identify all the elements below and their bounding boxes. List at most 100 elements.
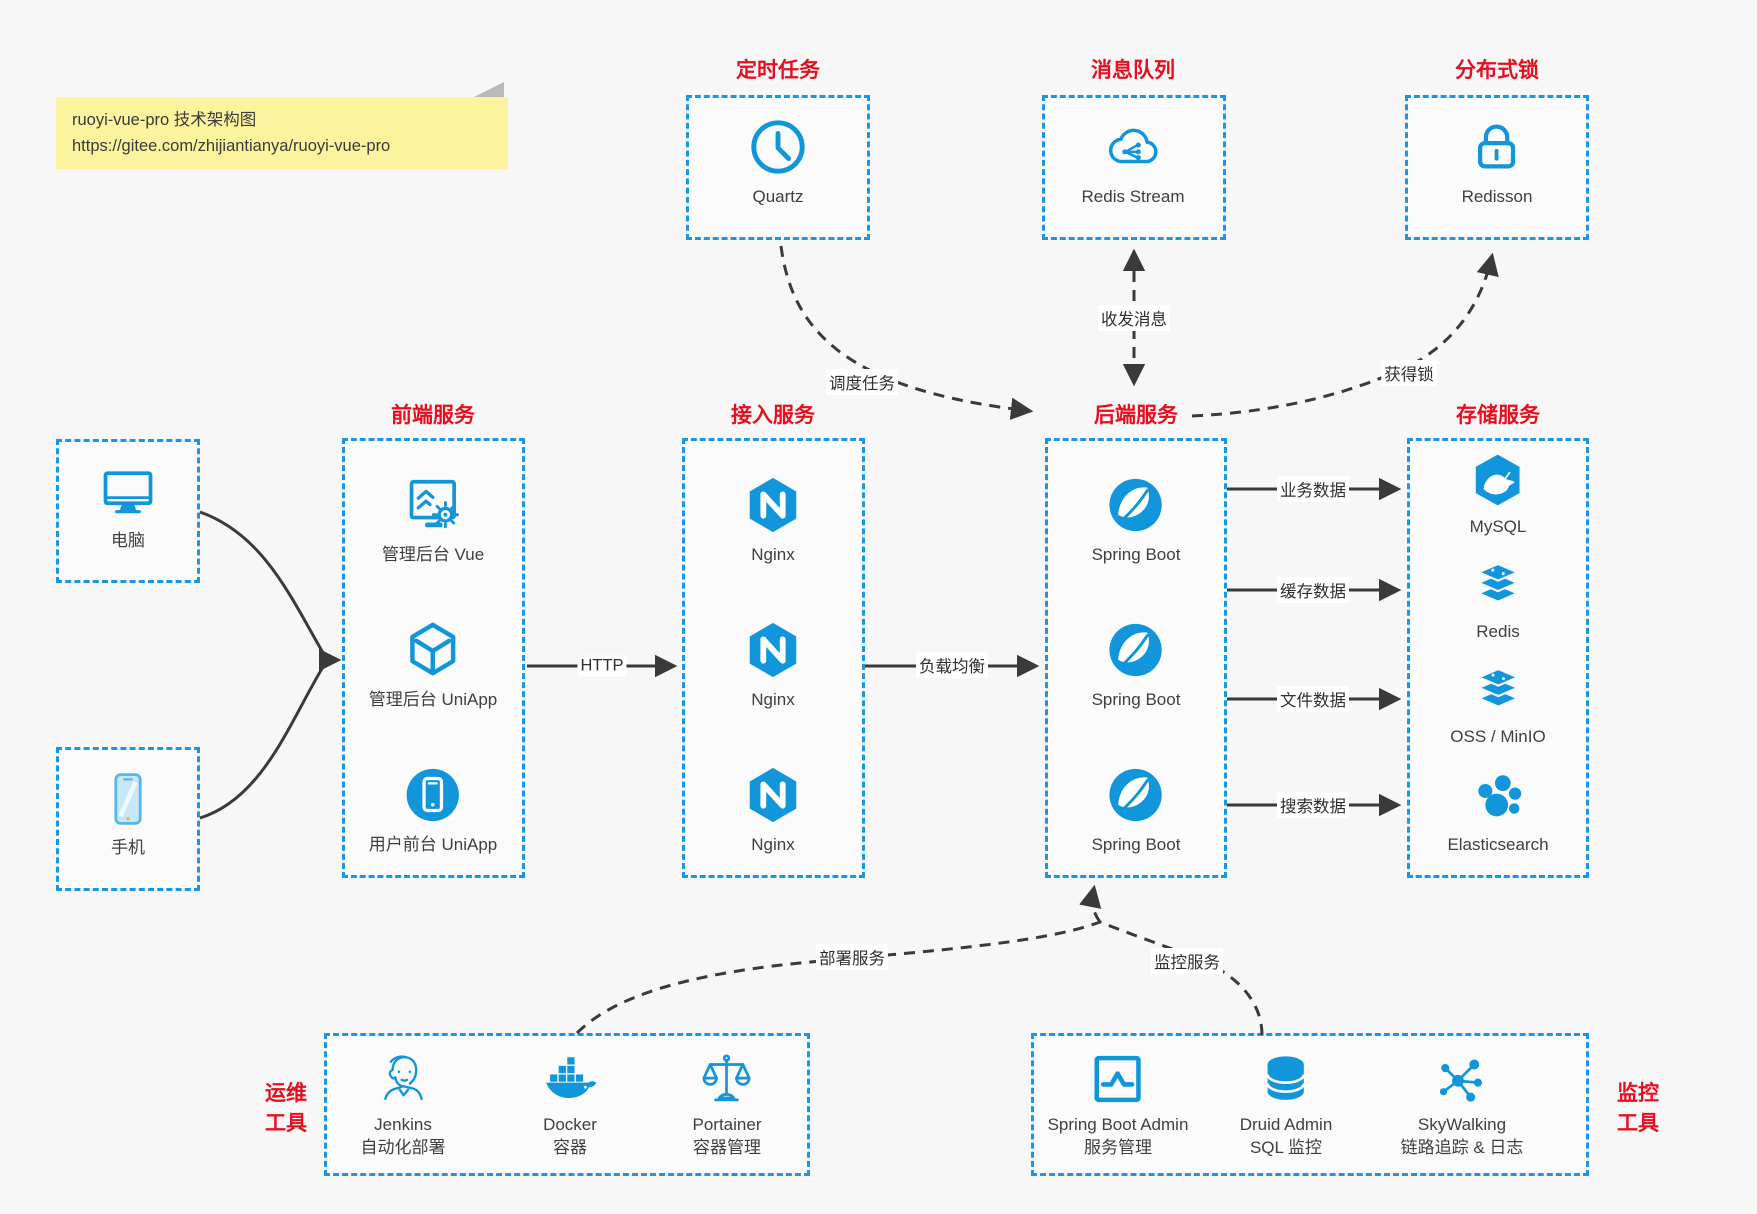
node-sublabel: 自动化部署: [360, 1138, 446, 1157]
node-computer: 电脑: [98, 462, 158, 552]
edge-label-lock: 获得锁: [1381, 360, 1437, 386]
elasticsearch-icon: [1477, 775, 1521, 817]
node-elasticsearch: Elasticsearch: [1447, 770, 1549, 856]
node-nginx-1: Nginx: [742, 474, 804, 566]
edge-into-backend: [1079, 884, 1102, 923]
scheduler-box: [686, 95, 870, 240]
node-label: Redisson: [1461, 187, 1533, 206]
node-label: Quartz: [752, 187, 804, 206]
node-redis-stream: Redis Stream: [1081, 116, 1185, 208]
node-label: 管理后台 UniApp: [368, 690, 498, 709]
uniapp-cube-icon: [410, 622, 456, 676]
node-label: SkyWalking 链路追踪 & 日志: [1400, 1115, 1524, 1157]
node-sublabel: SQL 监控: [1249, 1138, 1323, 1157]
node-label: OSS / MinIO: [1450, 727, 1546, 746]
lock-box: [1405, 95, 1589, 240]
edge-label-deploy: 部署服务: [816, 944, 888, 970]
edge-phone-frontend: [199, 661, 328, 820]
spring-boot-icon: [1109, 768, 1163, 822]
node-nginx-2: Nginx: [742, 619, 804, 711]
node-label: 管理后台 Vue: [381, 545, 485, 564]
node-label: Nginx: [751, 545, 795, 564]
nginx-icon: [749, 622, 797, 678]
lock-icon: [1478, 124, 1516, 169]
portainer-icon: [702, 1054, 752, 1102]
storage-title: 存储服务: [1456, 404, 1540, 427]
node-quartz: Quartz: [747, 116, 809, 208]
edge-label-business-data: 业务数据: [1277, 476, 1349, 502]
node-label: 用户前台 UniApp: [368, 835, 498, 854]
spring-boot-icon: [1109, 478, 1163, 532]
edge-label-messages: 收发消息: [1098, 305, 1170, 331]
node-portainer: Portainer 容器管理: [692, 1050, 762, 1159]
node-mysql: MySQL: [1469, 452, 1527, 538]
edge-acquire-lock: [1191, 252, 1499, 418]
frontend-title: 前端服务: [391, 404, 475, 427]
edge-label-schedule: 调度任务: [826, 369, 898, 395]
mobile-app-icon: [406, 768, 460, 822]
smartphone-icon: [114, 773, 142, 825]
node-springboot-3: Spring Boot: [1091, 764, 1181, 856]
edge-computer-frontend: [199, 510, 328, 659]
node-springboot-2: Spring Boot: [1091, 619, 1181, 711]
desktop-icon: [103, 471, 153, 514]
node-redisson: Redisson: [1461, 116, 1533, 208]
gear-glyph: [432, 501, 460, 529]
node-label: Portainer 容器管理: [692, 1115, 762, 1157]
node-redis: Redis: [1470, 557, 1526, 643]
edge-deploy: [575, 920, 1101, 1035]
node-druid-admin: Druid Admin SQL 监控: [1239, 1050, 1333, 1159]
scheduler-title: 定时任务: [736, 59, 820, 82]
backend-title: 后端服务: [1094, 404, 1178, 427]
node-label: Redis Stream: [1081, 187, 1185, 206]
monitoring-title: 监控 工具: [1617, 1082, 1659, 1135]
edge-label-http: HTTP: [577, 655, 627, 677]
nginx-icon: [749, 767, 797, 823]
node-springboot-1: Spring Boot: [1091, 474, 1181, 566]
lock-title: 分布式锁: [1455, 59, 1539, 82]
node-oss-minio: OSS / MinIO: [1450, 662, 1546, 748]
edge-label-monitor: 监控服务: [1151, 948, 1223, 974]
node-nginx-3: Nginx: [742, 764, 804, 856]
spring-boot-icon: [1109, 623, 1163, 677]
node-label: Elasticsearch: [1447, 835, 1549, 854]
node-label: 电脑: [111, 531, 145, 550]
sticky-note: ruoyi-vue-pro 技术架构图 https://gitee.com/zh…: [56, 82, 508, 169]
node-sublabel: 容器: [552, 1138, 587, 1157]
mq-title: 消息队列: [1091, 59, 1175, 82]
node-phone: 手机: [98, 769, 158, 859]
mysql-icon: [1476, 454, 1520, 506]
admin-vue-icon: [409, 479, 460, 529]
node-sublabel: 容器管理: [692, 1138, 761, 1157]
skywalking-icon: [1440, 1059, 1483, 1102]
node-label: 手机: [111, 838, 145, 857]
druid-icon: [1266, 1056, 1306, 1100]
object-storage-icon: [1477, 667, 1519, 708]
node-label: Spring Boot: [1091, 545, 1181, 564]
node-label: Nginx: [751, 690, 795, 709]
node-docker: Docker 容器: [541, 1050, 599, 1159]
spring-boot-admin-icon: [1094, 1055, 1142, 1103]
node-spring-boot-admin: Spring Boot Admin 服务管理: [1047, 1050, 1189, 1159]
edge-label-search-data: 搜索数据: [1277, 792, 1349, 818]
node-label: Jenkins 自动化部署: [360, 1115, 446, 1157]
jenkins-icon: [383, 1055, 423, 1101]
node-label: Nginx: [751, 835, 795, 854]
node-label: Spring Boot: [1091, 690, 1181, 709]
node-admin-vue: 管理后台 Vue: [382, 474, 484, 566]
node-label: Spring Boot: [1091, 835, 1181, 854]
node-label: Redis: [1476, 622, 1520, 641]
node-jenkins: Jenkins 自动化部署: [361, 1050, 446, 1159]
edge-monitor: [1099, 920, 1264, 1036]
node-label: MySQL: [1469, 517, 1527, 536]
note-title: ruoyi-vue-pro 技术架构图: [72, 111, 257, 129]
node-sublabel: 链路追踪 & 日志: [1400, 1138, 1524, 1157]
edge-label-file-data: 文件数据: [1277, 686, 1349, 712]
docker-icon: [546, 1057, 597, 1099]
note-url: https://gitee.com/zhijiantianya/ruoyi-vu…: [72, 137, 391, 155]
ops-title: 运维 工具: [265, 1082, 307, 1135]
node-label: Druid Admin SQL 监控: [1239, 1115, 1333, 1157]
node-label: Spring Boot Admin 服务管理: [1047, 1115, 1189, 1157]
gateway-title: 接入服务: [731, 404, 815, 427]
